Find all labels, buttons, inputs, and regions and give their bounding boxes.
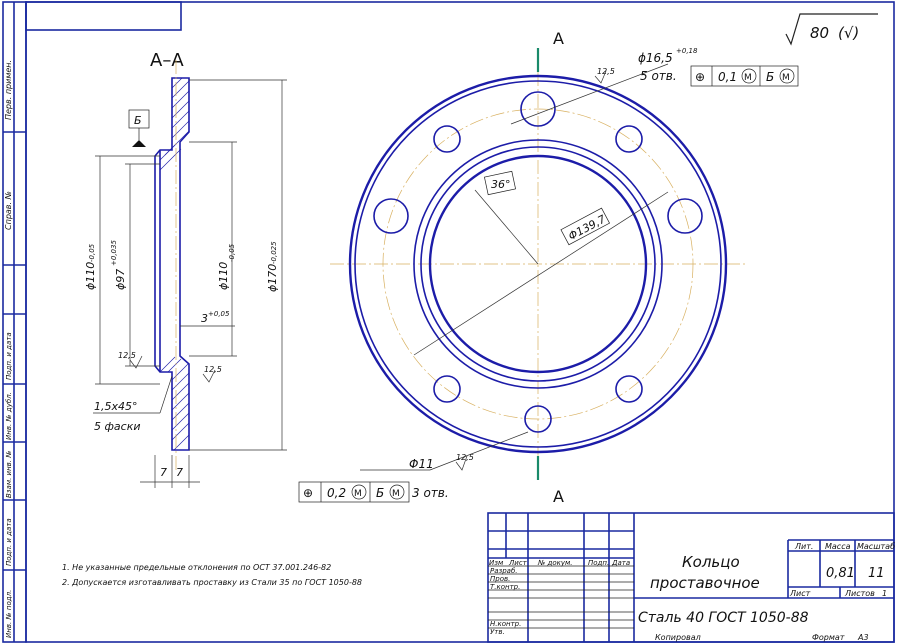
part-name-line2: проставочное [650,574,760,592]
dim-d170: ϕ170 [266,264,279,292]
side-stamp: Перв. примен. Справ. № Подп. и дата Инв.… [2,1,27,643]
callout-big-holes-count: 5 отв. [640,69,677,83]
section-view: A–A Б ϕ110 [84,50,287,488]
datum-letter: Б [134,114,142,127]
material: Сталь 40 ГОСТ 1050-88 [638,610,809,626]
callout-small-holes-count: 3 отв. [412,486,449,500]
svg-text:Масштаб: Масштаб [857,542,895,551]
svg-text:Листов: Листов [844,589,875,598]
svg-text:Лит.: Лит. [794,542,813,551]
chamfer-size: 1,5x45° [94,400,138,413]
callout-big-holes-tol: +0,18 [676,47,698,55]
roughness-symbol: 80 (√) [785,13,878,46]
svg-text:⊕: ⊕ [303,486,313,500]
dim-w1: 7 [160,466,167,479]
svg-text:1: 1 [882,589,887,598]
stamp-sign-date-2: Подп. и дата [5,518,13,566]
stamp-orig-inv: Инв. № подл. [5,590,13,638]
svg-text:М: М [744,73,752,83]
stamp-sign-date-1: Подп. и дата [5,332,13,380]
dim-d110: ϕ110 [84,262,97,290]
svg-text:Лист: Лист [789,589,811,598]
dim-d170-tol: -0,025 [270,241,278,264]
dim-depth-tol: +0,05 [208,310,230,318]
scale-value: 11 [868,566,885,581]
svg-text:М: М [354,489,362,499]
svg-text:М: М [782,73,790,83]
svg-text:Б: Б [376,486,384,500]
title-block: Изм Лист № докум. Подп. Дата Разраб. Про… [487,512,895,643]
svg-text:Т.контр.: Т.контр. [490,583,520,591]
note-2: 2. Допускается изготавливать проставку и… [62,578,362,587]
rough-mark-2: 12,5 [204,365,222,374]
svg-text:Формат: Формат [812,633,845,642]
dim-depth: 3 [201,312,208,325]
svg-text:Масса: Масса [825,542,851,551]
svg-text:А3: А3 [857,633,869,642]
dim-d110b-tol: -0,05 [228,243,236,262]
bolt-circle [382,108,694,420]
svg-text:М: М [392,489,400,499]
dim-angle: 36° [491,178,511,191]
svg-text:Копировал: Копировал [655,633,701,642]
stamp-first-use: Перв. примен. [4,60,13,120]
svg-text:Дата: Дата [611,559,630,567]
datum-triangle [132,140,146,147]
stamp-repl-inv: Взам. инв. № [5,450,13,498]
outer-edge [348,74,728,454]
stamp-ref-no: Справ. № [4,191,13,230]
svg-text:0,1: 0,1 [718,70,737,84]
top-left-stamp [25,1,182,31]
svg-text:0,2: 0,2 [327,486,346,500]
section-profile [154,77,190,451]
roughness-value: 80 [810,24,829,42]
dim-d110-tol: -0,05 [88,243,96,262]
cut-label-top: A [553,29,564,48]
dim-d110b: ϕ110 [217,262,230,290]
tolerance-frame-big: ⊕ 0,1 М Б М [690,65,799,87]
tolerance-frame-small: ⊕ 0,2 М Б М [298,481,410,503]
bolt-holes [373,91,703,433]
roughness-paren: (√) [838,24,859,42]
bore-edge [428,154,648,374]
svg-text:Изм: Изм [489,559,504,567]
svg-text:№ докум.: № докум. [537,559,573,567]
cut-label-bottom: A [553,487,564,506]
rough-plan-a: 12,5 [597,67,615,76]
svg-text:Утв.: Утв. [490,628,505,636]
rough-mark-1: 12,5 [118,351,136,360]
part-name-line1: Кольцо [682,553,740,571]
callout-big-holes: ϕ16,5 [638,51,673,65]
mass-value: 0,81 [826,566,855,581]
svg-text:Б: Б [766,70,774,84]
svg-text:Разраб.: Разраб. [490,567,518,575]
section-label: A–A [150,50,184,71]
svg-text:Лист: Лист [508,559,528,567]
note-1: 1. Не указанные предельные отклонения по… [62,563,331,572]
svg-text:Пров.: Пров. [490,575,510,583]
svg-text:Н.контр.: Н.контр. [490,620,521,628]
dim-d97: ϕ97 [114,269,127,290]
dim-d97-tol: +0,035 [110,240,118,266]
chamfer-note: 5 фаски [94,420,140,433]
svg-text:⊕: ⊕ [695,70,705,84]
plan-view: A A ϕ16,5 +0,18 5 отв. 12,5 ⊕ 0,1 М Б М … [298,29,799,506]
dim-w2: 7 [176,466,183,479]
recess-edge [413,139,663,389]
rough-plan-b: 12,5 [456,453,474,462]
stamp-dup-inv: Инв. № дубл. [5,392,13,440]
callout-small-holes: Φ11 [409,457,434,471]
svg-text:Подп.: Подп. [588,559,609,567]
